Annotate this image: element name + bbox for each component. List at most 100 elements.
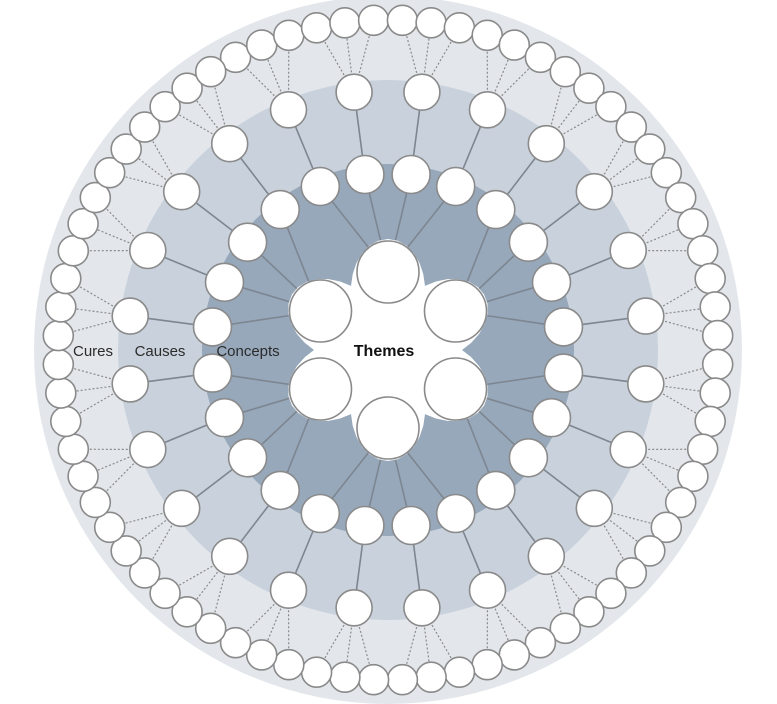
concept-node — [531, 262, 572, 303]
cure-node — [701, 348, 734, 381]
cure-node — [171, 595, 203, 628]
cure-node — [44, 377, 77, 409]
concept-node — [227, 437, 268, 478]
cure-node — [79, 486, 112, 519]
cause-node — [527, 124, 566, 163]
theme-node — [356, 396, 420, 460]
concept-node — [475, 470, 516, 511]
cure-node — [219, 41, 252, 74]
cause-node — [210, 537, 249, 576]
cure-node — [471, 19, 504, 52]
cure-node — [615, 557, 648, 589]
cure-node — [415, 6, 447, 39]
cure-node — [110, 133, 142, 165]
cure-node — [57, 235, 90, 267]
cure-node — [329, 661, 361, 694]
cure-node — [686, 235, 719, 267]
cause-node — [403, 588, 441, 627]
causes-ring-label: Causes — [135, 343, 186, 360]
cure-node — [549, 55, 582, 88]
cure-node — [44, 291, 77, 323]
cure-node — [300, 656, 333, 689]
cure-node — [67, 460, 99, 493]
concept-node — [435, 166, 476, 207]
concept-node — [531, 397, 572, 438]
cure-node — [443, 11, 476, 44]
cause-node — [129, 231, 167, 270]
cure-node — [650, 156, 683, 189]
cure-node — [171, 72, 203, 104]
cure-node — [699, 291, 732, 323]
cure-node — [443, 656, 476, 689]
cure-node — [50, 405, 82, 438]
themes-center-label: Themes — [354, 343, 415, 360]
cure-node — [149, 577, 181, 610]
cure-node — [677, 460, 709, 493]
cure-node — [42, 348, 75, 381]
cause-node — [468, 91, 507, 129]
cure-node — [329, 6, 361, 39]
cure-node — [50, 262, 82, 295]
concept-node — [300, 493, 341, 534]
concept-node — [204, 262, 245, 303]
concepts-ring-label: Concepts — [216, 343, 279, 360]
cure-node — [664, 181, 697, 214]
cause-node — [335, 588, 373, 627]
concept-node — [192, 353, 233, 393]
cure-node — [677, 207, 709, 240]
labels-layer: Cures Causes Concepts Themes — [73, 343, 414, 360]
concept-node — [391, 505, 431, 546]
theme-node — [423, 279, 488, 343]
cure-node — [471, 648, 504, 681]
cure-node — [498, 29, 531, 61]
cure-node — [386, 663, 419, 696]
cause-node — [111, 297, 149, 335]
cure-node — [42, 319, 75, 352]
cure-node — [357, 663, 390, 696]
cure-node — [386, 4, 419, 37]
cure-node — [272, 648, 305, 681]
cure-node — [633, 133, 666, 165]
cure-node — [524, 626, 557, 659]
concept-node — [345, 505, 385, 546]
cause-node — [269, 571, 308, 610]
cure-node — [498, 639, 531, 671]
cure-node — [194, 612, 227, 645]
cure-node — [650, 511, 683, 544]
cure-node — [194, 55, 227, 88]
cure-node — [415, 661, 447, 694]
cause-node — [626, 297, 665, 335]
cause-node — [162, 489, 201, 528]
theme-node — [356, 240, 420, 304]
cure-node — [219, 626, 252, 659]
concept-node — [300, 166, 341, 207]
cause-node — [335, 73, 373, 111]
cause-node — [111, 365, 149, 403]
cure-node — [524, 41, 557, 74]
cause-node — [269, 91, 308, 129]
cure-node — [128, 111, 161, 143]
cause-node — [527, 537, 566, 576]
cure-node — [694, 405, 727, 438]
cure-node — [573, 595, 605, 628]
cure-node — [110, 535, 142, 567]
concept-node — [435, 493, 476, 534]
cure-node — [245, 639, 278, 671]
cure-node — [549, 612, 582, 645]
cure-node — [79, 181, 112, 214]
cures-ring-label: Cures — [73, 343, 113, 360]
cure-node — [595, 90, 627, 123]
concept-node — [543, 307, 584, 347]
cure-node — [699, 377, 732, 409]
cure-node — [573, 72, 605, 104]
cure-node — [57, 433, 90, 466]
cure-node — [245, 29, 278, 61]
cure-node — [633, 535, 666, 567]
nodes-layer — [42, 4, 734, 696]
concept-node — [260, 470, 301, 511]
cure-node — [93, 156, 126, 189]
theme-node — [423, 357, 488, 421]
theme-node — [288, 357, 353, 421]
cure-node — [686, 433, 719, 466]
